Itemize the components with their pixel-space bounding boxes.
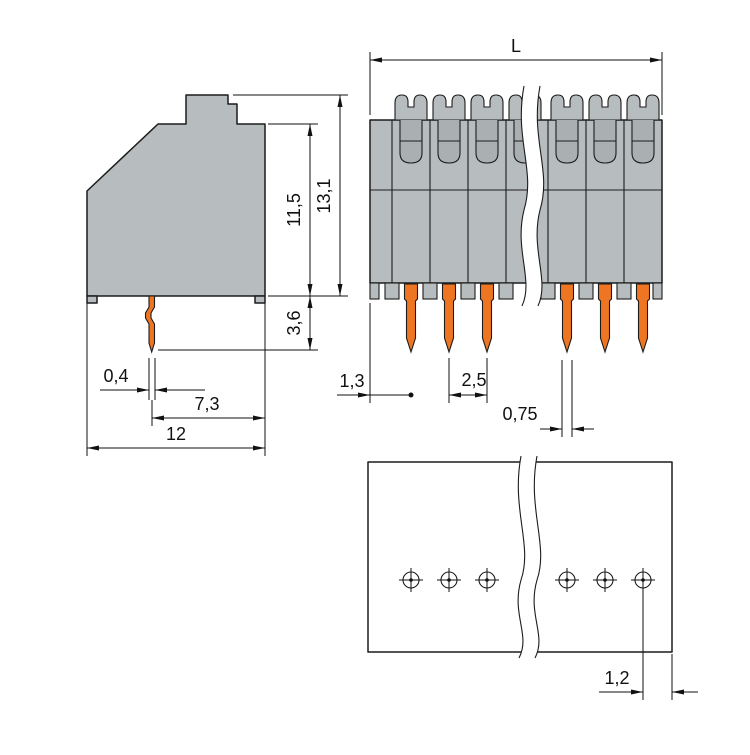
pcb-drilling-plan <box>367 455 673 659</box>
dim-label-pin-width: 0,75 <box>502 404 537 424</box>
side-view <box>86 94 266 354</box>
spring-pockets <box>399 120 655 164</box>
pcb-dimensions: 1,2 <box>599 592 698 700</box>
dim-label-edge-to-first-pole: 1,3 <box>339 371 364 391</box>
dim-label-depth: 12 <box>166 424 186 444</box>
front-view-dimensions: L 1,3 2,5 0,75 <box>337 36 663 437</box>
pole-center-dot <box>408 392 414 398</box>
clamp-claws <box>394 94 660 121</box>
dim-label-hole-to-edge: 1,2 <box>604 668 629 688</box>
dim-label-total-height: 13,1 <box>314 178 334 213</box>
drill-hole <box>593 568 617 592</box>
mounting-feet <box>369 282 663 300</box>
break-line-right <box>536 85 545 307</box>
side-view-dimensions: 0,4 7,3 12 11,5 13,1 3,6 <box>86 94 348 456</box>
drill-holes <box>399 568 655 592</box>
break-line-left <box>520 85 529 307</box>
foot-left <box>86 295 98 304</box>
front-view <box>369 85 663 354</box>
dim-label-pin-to-edge: 7,3 <box>194 394 219 414</box>
dim-label-housing-height: 11,5 <box>284 193 304 227</box>
foot-right <box>254 295 266 304</box>
solder-pin-side <box>144 295 156 354</box>
pole-divider-lines <box>391 120 625 283</box>
break-line-right <box>533 455 542 659</box>
break-line-left <box>517 455 526 659</box>
dim-label-length: L <box>511 36 521 56</box>
drill-hole <box>399 568 423 592</box>
drill-hole <box>437 568 461 592</box>
drill-hole <box>475 568 499 592</box>
solder-pins-front <box>403 283 651 354</box>
housing-side-profile <box>86 94 266 297</box>
drill-hole <box>631 568 655 592</box>
dim-label-pin-length: 3,6 <box>284 310 304 335</box>
drill-hole <box>555 568 579 592</box>
dim-label-pin-thickness: 0,4 <box>103 366 128 386</box>
dim-label-pitch: 2,5 <box>461 370 486 390</box>
